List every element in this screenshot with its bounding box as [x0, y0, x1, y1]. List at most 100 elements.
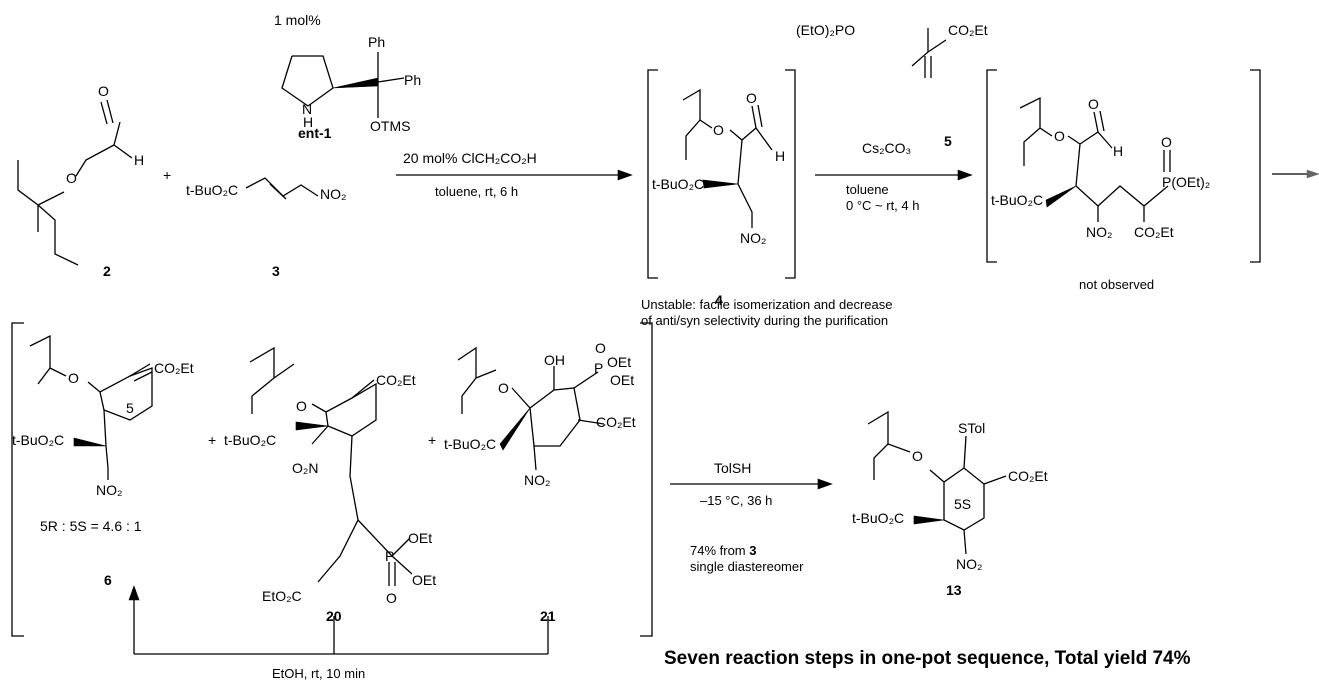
intermediate-structure — [986, 69, 1261, 263]
c21-phos-p: P — [594, 360, 604, 376]
c13-position: 5S — [954, 496, 972, 512]
compound-13-structure — [867, 410, 1007, 555]
c13-number: 13 — [946, 582, 962, 598]
c13-ester: CO₂Et — [1008, 468, 1048, 484]
step1-conditions-top: 20 mol% ClCH₂CO₂H — [403, 150, 537, 166]
step3-reagent: TolSH — [714, 460, 752, 476]
c6-position: 5 — [126, 400, 134, 416]
c4-nitro: NO₂ — [740, 230, 767, 246]
int-aldehyde-o: O — [1088, 96, 1099, 112]
arrow-step1 — [396, 169, 633, 181]
catalyst-ph-right: Ph — [404, 72, 422, 88]
int-nitro: NO₂ — [1086, 224, 1113, 240]
c4-ether-o: O — [713, 122, 724, 138]
step2-solvent: toluene — [846, 182, 889, 197]
c21-ether-o: O — [498, 380, 509, 396]
compound-20-structure — [249, 346, 413, 586]
step1-conditions-bottom: toluene, rt, 6 h — [435, 184, 519, 199]
c2-ether-o: O — [66, 170, 77, 186]
c20-number: 20 — [326, 608, 342, 624]
compound-4-structure — [647, 69, 796, 279]
c3-number: 3 — [272, 263, 280, 279]
arrow-step3 — [670, 478, 833, 490]
c6-ether-o: O — [68, 370, 79, 386]
c20-ether-o: O — [296, 398, 307, 414]
step3-conditions: –15 °C, 36 h — [700, 493, 773, 508]
c6-ester: CO₂Et — [154, 360, 194, 376]
step2-temp: 0 °C ~ rt, 4 h — [846, 198, 920, 213]
int-ester: t-BuO₂C — [991, 192, 1044, 208]
c4-number: 4 — [715, 292, 723, 308]
step3-selectivity: single diastereomer — [690, 559, 804, 574]
c20-ester: CO₂Et — [376, 372, 416, 388]
summary-title: Seven reaction steps in one-pot sequence… — [664, 648, 1191, 669]
c13-ether-o: O — [912, 448, 923, 464]
plus-sign-2: + — [208, 432, 217, 448]
c6-number: 6 — [104, 572, 112, 588]
int-ester2: CO₂Et — [1134, 224, 1174, 240]
c4-note-line2: of anti/syn selectivity during the purif… — [641, 313, 889, 328]
catalyst-n: N — [302, 101, 313, 117]
c20-phos-oet1: OEt — [408, 530, 433, 546]
step2-base: Cs₂CO₃ — [862, 140, 912, 156]
catalyst-loading: 1 mol% — [274, 12, 321, 28]
compound-21-structure — [457, 346, 605, 471]
arrow-step2 — [815, 28, 973, 181]
c20-ester-tbu: t-BuO₂C — [224, 432, 277, 448]
loop-arrow — [128, 585, 549, 655]
c3-ester: t-BuO₂C — [186, 182, 239, 198]
step3-yield: 74% from 3 — [690, 543, 757, 559]
catalyst-name: ent-1 — [298, 125, 332, 141]
step2-reagent-number: 5 — [944, 133, 952, 149]
c13-stol: STol — [958, 420, 986, 436]
plus-sign: + — [163, 167, 172, 183]
c21-phos-oet1: OEt — [607, 354, 632, 370]
step3-yield-ref: 3 — [749, 543, 757, 558]
int-note: not observed — [1079, 277, 1155, 292]
step2-reagent: (EtO)₂PO — [796, 22, 856, 38]
c2-aldehyde-h: H — [134, 152, 145, 168]
catalyst-structure — [281, 52, 405, 118]
c20-phos-p: P — [385, 548, 395, 564]
c4-ester: t-BuO₂C — [652, 176, 705, 192]
int-ether-o: O — [1054, 128, 1065, 144]
int-phos: P(OEt)₂ — [1162, 174, 1211, 190]
c6-nitro: NO₂ — [96, 482, 123, 498]
c21-phos-o: O — [595, 340, 606, 356]
c20-phos-oet2: OEt — [412, 572, 437, 588]
c2-number: 2 — [103, 263, 111, 279]
catalyst-otms: OTMS — [370, 118, 411, 134]
mixture-bracket — [11, 322, 653, 637]
c6-ratio: 5R : 5S = 4.6 : 1 — [40, 518, 142, 534]
c20-ester2: EtO₂C — [262, 588, 302, 604]
c3-nitro: NO₂ — [320, 186, 347, 202]
compound-3-structure — [245, 177, 319, 200]
c20-nitro: O₂N — [292, 460, 319, 476]
c2-aldehyde-o: O — [98, 83, 109, 99]
c21-nitro: NO₂ — [524, 472, 551, 488]
c13-nitro: NO₂ — [956, 556, 983, 572]
c21-phos-oet2: OEt — [610, 372, 635, 388]
step2-reagent-ester: CO₂Et — [948, 22, 988, 38]
c6-ester-tbu: t-BuO₂C — [12, 432, 65, 448]
c4-note-line1: Unstable: facile isomerization and decre… — [641, 297, 893, 312]
c4-aldehyde-o: O — [746, 90, 757, 106]
catalyst-ph-top: Ph — [368, 34, 386, 50]
step3-yield-text: 74% from — [690, 543, 746, 558]
c4-aldehyde-h: H — [775, 148, 786, 164]
compound-6-structure — [29, 334, 153, 480]
loop-conditions: EtOH, rt, 10 min — [272, 666, 366, 681]
plus-sign-3: + — [428, 432, 437, 448]
c21-oh: OH — [544, 352, 565, 368]
c20-phos-o: O — [386, 590, 397, 606]
catalyst-h: H — [303, 114, 314, 130]
int-phos-o: O — [1161, 134, 1172, 150]
c21-ester-tbu: t-BuO₂C — [444, 436, 497, 452]
c21-ester: CO₂Et — [596, 414, 636, 430]
int-aldehyde-h: H — [1113, 143, 1124, 159]
compound-2-structure — [17, 99, 133, 266]
c13-ester-tbu: t-BuO₂C — [852, 510, 905, 526]
c21-number: 21 — [540, 608, 556, 624]
